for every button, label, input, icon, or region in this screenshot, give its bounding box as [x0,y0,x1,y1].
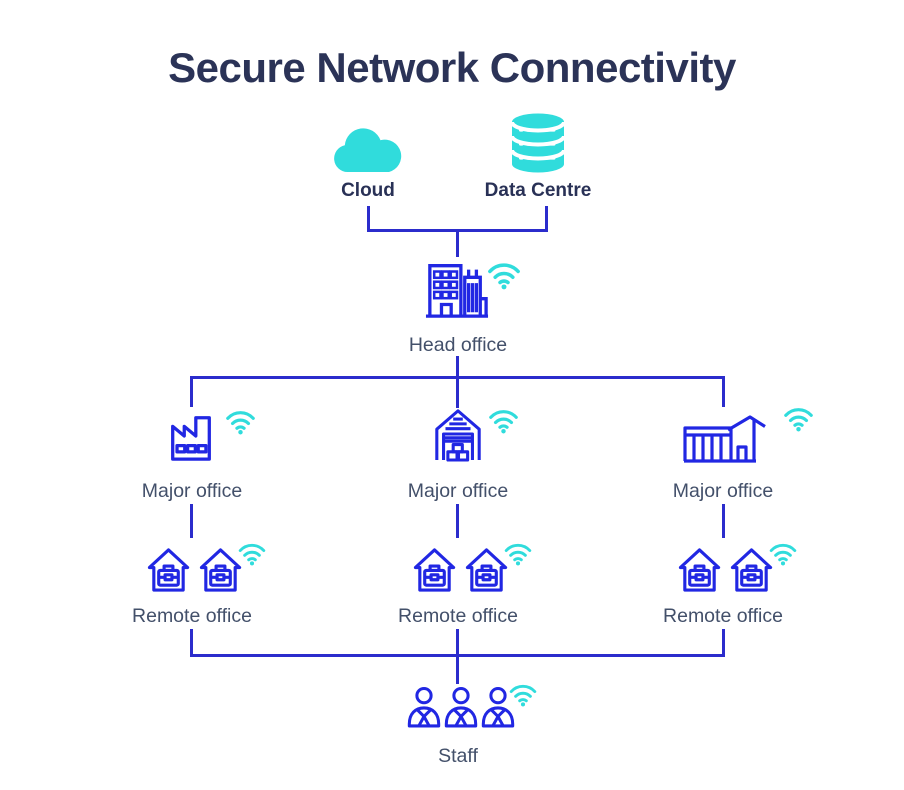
page-title: Secure Network Connectivity [168,44,736,91]
remote-office-label: Remote office [398,605,518,627]
connector-line [456,356,459,408]
remote-office-label: Remote office [132,605,252,627]
modern-building-icon [682,414,768,464]
person-icon [406,686,442,728]
home-office-icon [464,545,509,592]
connector-line [545,206,548,232]
connector-line [190,376,725,379]
major-office-label: Major office [672,480,774,502]
cloud-icon [330,124,406,176]
home-office-icon [412,545,457,592]
wifi-icon [487,407,520,434]
connector-line [190,504,193,538]
connector-line [190,629,193,657]
wifi-icon [486,260,522,290]
home-office-icon [677,545,722,592]
warehouse-icon [432,406,484,462]
connector-line [456,629,459,657]
wifi-icon [503,541,533,566]
connector-line [456,504,459,538]
head-office-label: Head office [408,334,508,356]
connector-line [367,206,370,232]
remote-office-label: Remote office [663,605,783,627]
connector-line [722,629,725,657]
major-office-label: Major office [141,480,243,502]
head-office-buildings-icon [424,256,490,320]
staff-label: Staff [438,745,478,767]
wifi-icon [508,682,538,707]
factory-icon [164,410,218,462]
home-office-icon [729,545,774,592]
person-icon [443,686,479,728]
wifi-icon [768,541,798,566]
person-icon [480,686,516,728]
connector-line [722,376,725,407]
connector-line [456,229,459,257]
wifi-icon [782,405,815,432]
data-centre-label: Data Centre [484,180,592,201]
wifi-icon [224,408,257,435]
cloud-label: Cloud [341,180,395,201]
home-office-icon [146,545,191,592]
major-office-label: Major office [407,480,509,502]
home-office-icon [198,545,243,592]
connector-line [456,654,459,684]
database-icon [506,112,570,174]
connector-line [722,504,725,538]
connector-line [190,376,193,407]
wifi-icon [237,541,267,566]
